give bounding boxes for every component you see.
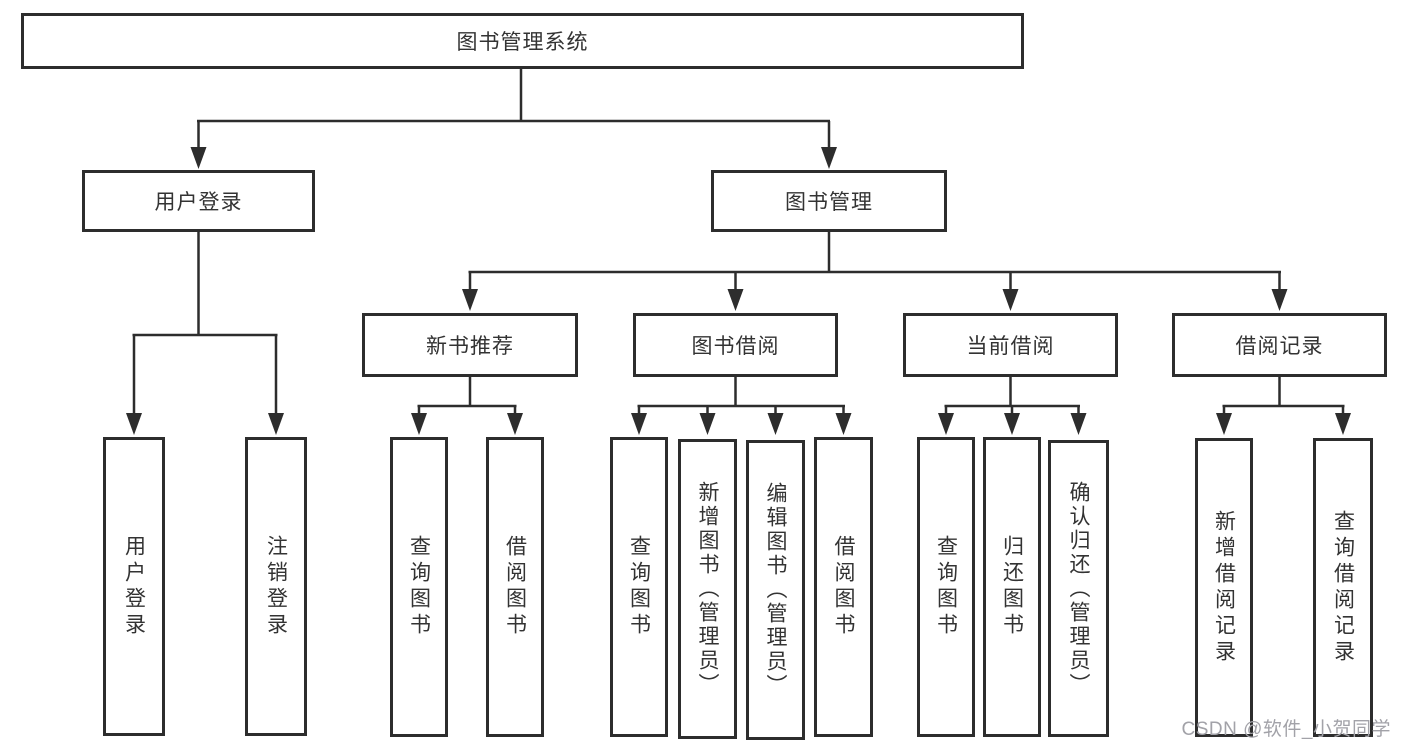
connector-newbook-leaves [417,377,517,418]
leaf-confirm-return-admin: 确认归还（管理员） [1048,440,1109,737]
leaf-label: 查询图书 [627,535,651,639]
leaf-return-books: 归还图书 [983,437,1041,737]
arrow-down-icon [727,289,744,311]
leaf-label: 查询图书 [407,535,431,639]
arrowheads-borrowrecords [1216,413,1351,435]
arrow-down-icon [126,413,142,435]
arrowheads-currentborrow [938,413,1087,435]
node-label: 借阅记录 [1235,335,1324,358]
connector-userlogin-leaves [132,232,278,418]
leaf-label: 归还图书 [1000,535,1024,639]
node-current-borrowing: 当前借阅 [903,313,1118,377]
leaf-add-books-admin: 新增图书（管理员） [678,439,737,739]
arrow-down-icon [699,413,716,435]
node-label: 当前借阅 [966,335,1055,358]
leaf-label: 查询图书 [934,535,958,639]
leaf-query-books: 查询图书 [390,437,448,737]
connector-bookborrow-leaves [637,377,845,418]
arrow-down-icon [835,413,852,435]
leaf-edit-books-admin: 编辑图书（管理员） [746,440,805,740]
arrow-down-icon [190,147,207,169]
csdn-watermark: CSDN @软件_小贺同学 [1181,719,1391,740]
node-book-management: 图书管理 [711,170,947,232]
arrow-down-icon [767,413,784,435]
arrowheads-bookborrow [631,413,852,435]
arrow-down-icon [411,413,427,435]
leaf-borrow-books: 借阅图书 [814,437,873,737]
leaf-label: 编辑图书（管理员） [764,482,787,698]
arrow-down-icon [1004,413,1020,435]
leaf-label: 注销登录 [264,534,288,639]
connector-root-to-level2 [197,69,831,152]
node-root-system: 图书管理系统 [21,13,1024,69]
leaf-query-borrow-record: 查询借阅记录 [1313,438,1373,737]
leaf-logout: 注销登录 [245,437,307,736]
node-new-book-recommend: 新书推荐 [362,313,578,377]
leaf-label: 新增图书（管理员） [696,481,719,697]
leaf-label: 借阅图书 [832,535,855,639]
arrow-down-icon [631,413,647,435]
leaf-label: 确认归还（管理员） [1067,480,1090,697]
arrowheads-level2 [190,147,837,169]
arrow-down-icon [821,147,837,169]
arrow-down-icon [1070,413,1087,435]
arrow-down-icon [1216,413,1232,435]
leaf-label: 查询借阅记录 [1331,509,1355,666]
node-borrowing-records: 借阅记录 [1172,313,1387,377]
arrow-down-icon [938,413,954,435]
connector-bookmgmt-to-level3 [468,232,1281,294]
node-label: 图书借阅 [691,335,780,358]
arrow-down-icon [1271,289,1288,311]
node-book-borrowing: 图书借阅 [633,313,838,377]
leaf-add-borrow-record: 新增借阅记录 [1195,438,1253,737]
arrow-down-icon [462,289,478,311]
node-label: 用户登录 [154,191,243,214]
leaf-query-books: 查询图书 [610,437,668,737]
arrowheads-level3 [462,289,1288,311]
arrowheads-newbook [411,413,523,435]
connector-currentborrow-leaves [944,377,1080,418]
leaf-label: 用户登录 [122,534,146,639]
arrow-down-icon [507,413,523,435]
leaf-user-login: 用户登录 [103,437,165,736]
arrow-down-icon [1002,289,1019,311]
node-label: 图书管理系统 [456,31,589,54]
node-label: 新书推荐 [426,335,514,358]
arrowheads-userlogin [126,413,284,435]
leaf-label: 借阅图书 [503,535,527,639]
arrow-down-icon [1335,413,1351,435]
arrow-down-icon [268,413,284,435]
leaf-query-books: 查询图书 [917,437,975,737]
node-label: 图书管理 [785,191,873,214]
node-user-login: 用户登录 [82,170,315,232]
leaf-label: 新增借阅记录 [1212,509,1236,666]
leaf-borrow-books: 借阅图书 [486,437,544,737]
connector-borrowrecords-leaves [1222,377,1345,418]
